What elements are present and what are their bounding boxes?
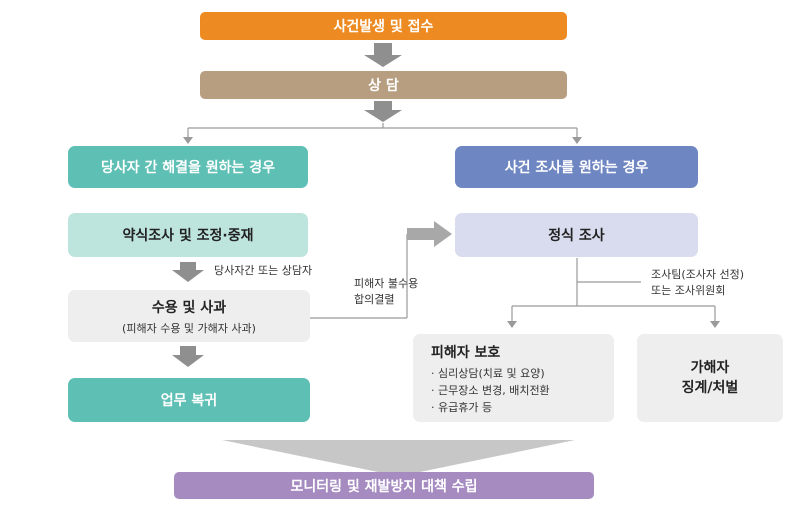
consultation-label: 상 담 <box>368 78 399 94</box>
split-connector <box>187 123 578 138</box>
rejection-note-line1: 피해자 불수용 <box>354 277 419 290</box>
investigation-arrow-left <box>507 321 517 328</box>
down-arrow-4 <box>172 346 204 367</box>
perpetrator-discipline-line2: 징계/처벌 <box>681 380 739 396</box>
victim-protection-item: · 심리상담(치료 및 요양) <box>431 367 545 380</box>
monitoring-box: 모니터링 및 재발방지 대책 수립 <box>174 472 594 499</box>
victim-protection-item: · 유급휴가 등 <box>431 401 493 414</box>
victim-protection-title: 피해자 보호 <box>431 345 501 361</box>
rejection-arrow <box>407 221 452 247</box>
consultation-box: 상 담 <box>200 71 567 99</box>
return-to-work-label: 업무 복귀 <box>160 393 218 409</box>
victim-protection-box: 피해자 보호 · 심리상담(치료 및 요양) · 근무장소 변경, 배치전환 ·… <box>413 334 614 422</box>
perpetrator-discipline-line1: 가해자 <box>690 360 730 376</box>
investigation-team-note: 조사팀(조사자 선정) 또는 조사위원회 <box>651 267 744 299</box>
incident-report-label: 사건발생 및 접수 <box>333 19 434 35</box>
down-arrow-3 <box>172 262 204 282</box>
rejection-note-line2: 합의결렬 <box>354 293 395 306</box>
acceptance-title: 수용 및 사과 <box>151 299 227 316</box>
return-to-work-box: 업무 복귀 <box>68 378 310 422</box>
rejection-connector <box>310 234 408 319</box>
investigation-wanted-label: 사건 조사를 원하는 경우 <box>504 160 649 176</box>
rejection-note: 피해자 불수용 합의결렬 <box>354 276 418 308</box>
mediation-label: 약식조사 및 조정·중재 <box>122 228 254 244</box>
mediation-box: 약식조사 및 조정·중재 <box>68 213 308 257</box>
split-arrow-right <box>572 137 582 144</box>
formal-investigation-label: 정식 조사 <box>548 228 605 244</box>
mutual-resolution-box: 당사자 간 해결을 원하는 경우 <box>68 146 308 188</box>
investigation-split-connector <box>511 258 716 322</box>
investigation-team-line2: 또는 조사위원회 <box>651 284 726 297</box>
investigation-wanted-box: 사건 조사를 원하는 경우 <box>455 146 698 188</box>
down-arrow-1 <box>364 43 402 67</box>
monitoring-label: 모니터링 및 재발방지 대책 수립 <box>290 478 478 495</box>
split-arrow-left <box>183 137 193 144</box>
down-arrow-2 <box>364 101 402 122</box>
investigation-arrow-right <box>710 321 720 328</box>
acceptance-subtitle: (피해자 수용 및 가해자 사과) <box>122 321 256 335</box>
merge-funnel-arrow <box>222 440 575 472</box>
between-parties-note: 당사자간 또는 상담자 <box>214 264 313 277</box>
formal-investigation-box: 정식 조사 <box>455 213 698 257</box>
investigation-team-line1: 조사팀(조사자 선정) <box>651 268 745 281</box>
incident-report-box: 사건발생 및 접수 <box>200 12 567 40</box>
acceptance-box: 수용 및 사과 (피해자 수용 및 가해자 사과) <box>68 290 310 342</box>
perpetrator-discipline-box: 가해자 징계/처벌 <box>637 334 783 422</box>
victim-protection-item: · 근무장소 변경, 배치전환 <box>431 384 550 397</box>
mutual-resolution-label: 당사자 간 해결을 원하는 경우 <box>100 160 276 176</box>
